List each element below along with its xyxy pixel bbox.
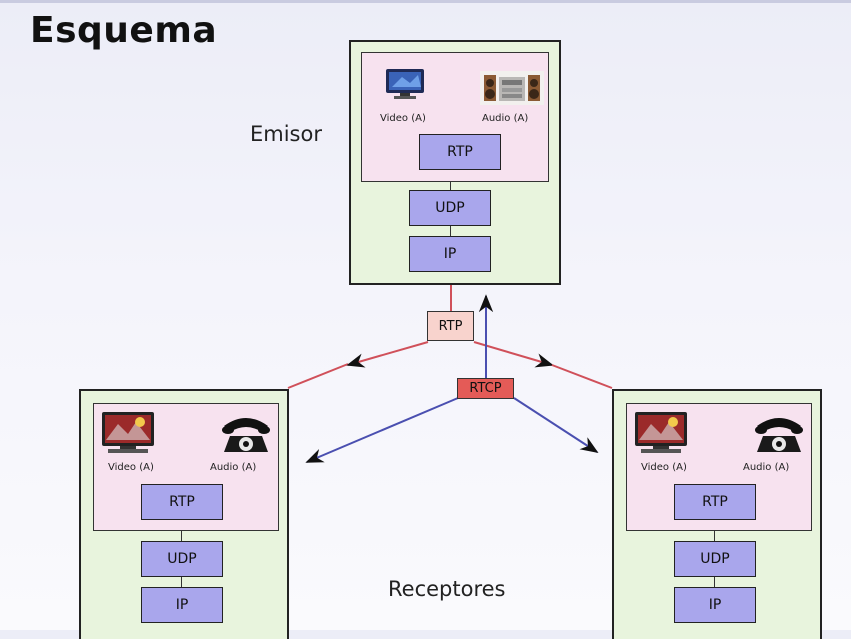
receiver-right-video-label: Video (A): [641, 462, 687, 473]
receiver-right-stack-connector: [714, 577, 715, 587]
rtcp-arrow-left: [305, 397, 459, 463]
sender-audio-label: Audio (A): [482, 113, 529, 124]
receiver-right-stack-connector: [714, 531, 715, 541]
telephone-icon: [755, 418, 803, 452]
receiver-right-rtp-box: RTP: [674, 484, 756, 520]
sender-media-panel: Video (A) Audio (A) RTP: [361, 52, 549, 182]
receiver-right-udp-box: UDP: [674, 541, 756, 577]
receiver-left-ip-box: IP: [141, 587, 223, 623]
receiver-left-rtp-box: RTP: [141, 484, 223, 520]
sender-stack-connector: [450, 226, 451, 236]
sender-label: Emisor: [250, 122, 322, 146]
television-icon: [386, 69, 424, 99]
receiver-right-media-panel: Video (A) Audio (A) RTP: [626, 403, 812, 531]
receiver-left-udp-box: UDP: [141, 541, 223, 577]
receiver-left-media-panel: Video (A) Audio (A) RTP: [93, 403, 279, 531]
rtp-arrow-left: [346, 341, 429, 368]
receivers-label: Receptores: [388, 577, 506, 601]
rtcp-flow-tag: RTCP: [457, 378, 514, 399]
receiver-left-video-label: Video (A): [108, 462, 154, 473]
rtp-line-right-tail: [551, 364, 613, 389]
receiver-left-stack-connector: [181, 531, 182, 541]
rtp-flow-tag: RTP: [427, 311, 474, 341]
sender-node: Video (A) Audio (A) RTP UDP IP: [349, 40, 561, 285]
slide-title: Esquema: [30, 10, 218, 51]
sender-video-label: Video (A): [380, 113, 426, 124]
receiver-left-audio-label: Audio (A): [210, 462, 257, 473]
receiver-right-ip-box: IP: [674, 587, 756, 623]
sender-ip-box: IP: [409, 236, 491, 272]
television-icon: [102, 412, 154, 453]
television-icon: [635, 412, 687, 453]
sender-udp-box: UDP: [409, 190, 491, 226]
receiver-left-stack-connector: [181, 577, 182, 587]
sender-rtp-box: RTP: [419, 134, 501, 170]
stereo-system-icon: [480, 71, 544, 105]
receiver-node-left: Video (A) Audio (A) RTP UDP IP: [79, 389, 289, 639]
top-divider: [0, 0, 851, 3]
telephone-icon: [222, 418, 270, 452]
receiver-node-right: Video (A) Audio (A) RTP UDP IP: [612, 389, 822, 639]
rtp-line-left-tail: [287, 363, 349, 389]
sender-stack-connector: [450, 182, 451, 190]
rtcp-arrow-right: [513, 397, 599, 453]
receiver-right-audio-label: Audio (A): [743, 462, 790, 473]
